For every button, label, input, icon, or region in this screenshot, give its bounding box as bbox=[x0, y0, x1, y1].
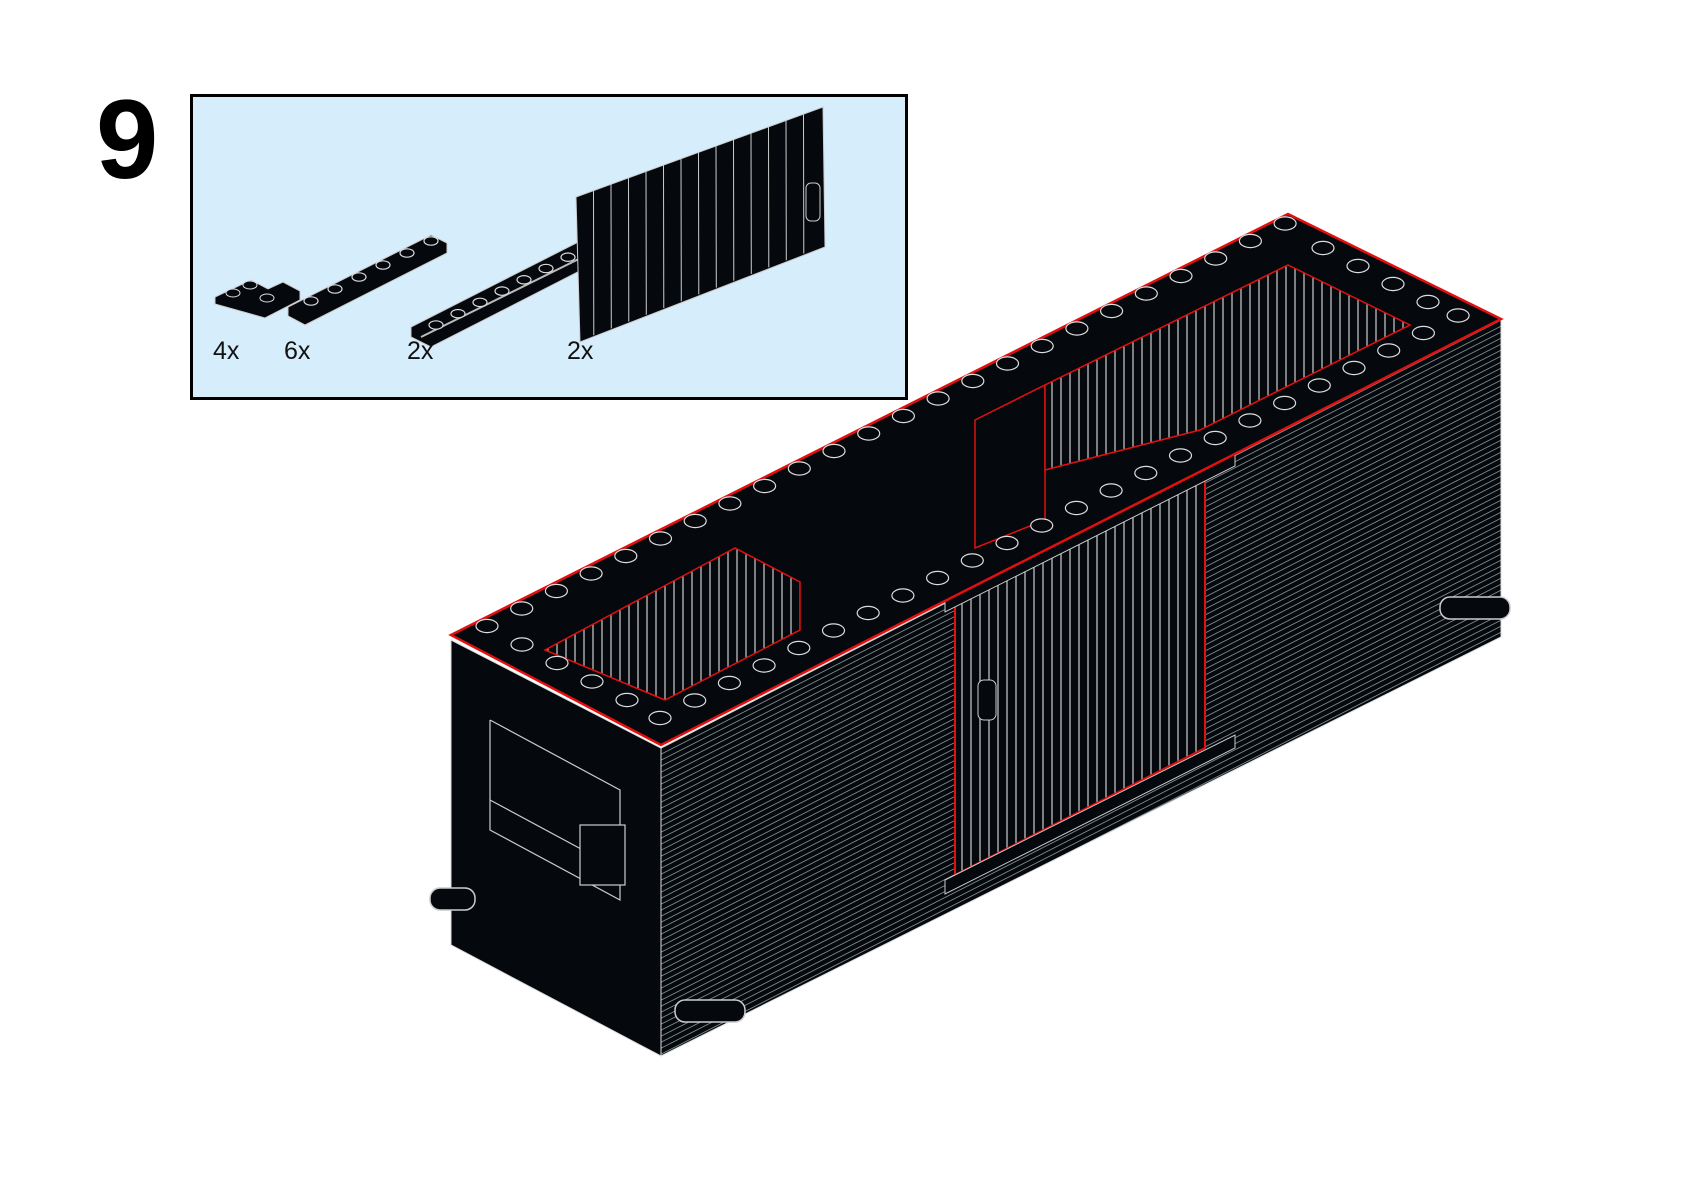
stud bbox=[857, 426, 881, 441]
door-rail-bottom bbox=[944, 734, 1236, 895]
stud bbox=[891, 408, 916, 424]
stud bbox=[752, 658, 776, 673]
stud bbox=[1272, 395, 1297, 411]
interior-opening-right bbox=[1044, 264, 1412, 471]
stud bbox=[718, 496, 742, 511]
stud bbox=[752, 478, 777, 494]
part-sliding-door bbox=[575, 106, 826, 343]
stud bbox=[1238, 413, 1262, 428]
stud bbox=[648, 531, 673, 546]
stud bbox=[580, 674, 604, 689]
stud bbox=[614, 548, 638, 564]
stud bbox=[960, 553, 984, 568]
stud bbox=[961, 373, 985, 389]
stud bbox=[1311, 240, 1335, 256]
side-wall bbox=[660, 318, 1502, 1057]
parts-list-callout: 4x 6x 2x 2x bbox=[190, 94, 908, 400]
stud bbox=[891, 588, 915, 603]
part-plate-1x6 bbox=[287, 234, 448, 326]
stud bbox=[516, 275, 532, 285]
stud bbox=[1203, 430, 1227, 446]
stud bbox=[995, 535, 1019, 551]
stud bbox=[472, 297, 488, 308]
stud bbox=[510, 637, 534, 652]
stud bbox=[375, 260, 391, 270]
stud bbox=[1099, 303, 1124, 319]
part-quantity: 6x bbox=[284, 337, 311, 365]
stud bbox=[995, 356, 1020, 371]
stud bbox=[544, 583, 569, 599]
stud bbox=[423, 236, 439, 246]
stud bbox=[1134, 465, 1158, 481]
stud bbox=[856, 605, 880, 621]
stud bbox=[1342, 360, 1366, 376]
stud bbox=[683, 513, 707, 529]
stud bbox=[494, 286, 510, 296]
stud bbox=[1377, 343, 1401, 358]
stud bbox=[648, 710, 672, 726]
stud bbox=[1307, 378, 1331, 393]
stud bbox=[1168, 448, 1193, 463]
underframe bbox=[451, 600, 1499, 1056]
stud bbox=[615, 692, 639, 708]
interior-opening-center bbox=[974, 383, 1046, 550]
stud bbox=[545, 655, 569, 671]
stud bbox=[822, 443, 846, 459]
stud bbox=[399, 248, 415, 258]
stud bbox=[450, 308, 466, 319]
end-wall-details bbox=[489, 719, 626, 902]
stud bbox=[821, 623, 846, 638]
stud bbox=[787, 640, 811, 656]
stud bbox=[1030, 338, 1054, 354]
door bbox=[954, 476, 1206, 877]
stud bbox=[717, 675, 742, 691]
stud bbox=[1134, 286, 1158, 301]
stud bbox=[1411, 325, 1436, 341]
stud bbox=[579, 566, 603, 581]
stud bbox=[926, 391, 950, 406]
stud bbox=[560, 252, 576, 262]
stud bbox=[428, 320, 444, 330]
stud bbox=[510, 601, 534, 616]
stud bbox=[538, 263, 554, 274]
stud bbox=[1030, 518, 1054, 533]
stud bbox=[925, 570, 950, 586]
stud bbox=[303, 296, 319, 306]
stud bbox=[1099, 483, 1123, 498]
stud bbox=[1065, 321, 1089, 336]
stud bbox=[1273, 216, 1297, 231]
stud bbox=[683, 693, 707, 708]
stud bbox=[1238, 233, 1263, 249]
part-quantity: 2x bbox=[407, 337, 434, 365]
stud bbox=[1381, 276, 1405, 292]
interior-opening-left bbox=[543, 547, 801, 701]
part-quantity: 4x bbox=[213, 337, 240, 365]
stud bbox=[1204, 251, 1228, 266]
stud bbox=[475, 618, 499, 634]
part-quantity: 2x bbox=[567, 337, 594, 365]
stud bbox=[327, 284, 343, 294]
stud bbox=[1416, 294, 1440, 310]
stud bbox=[1346, 258, 1370, 274]
wheel-axle bbox=[429, 596, 1511, 1023]
part-corner-plate bbox=[214, 279, 301, 319]
stud bbox=[787, 461, 811, 476]
step-number: 9 bbox=[96, 77, 159, 202]
stud bbox=[1169, 268, 1193, 284]
end-wall bbox=[450, 639, 662, 1057]
stud bbox=[1446, 308, 1470, 323]
stud bbox=[1064, 500, 1089, 516]
door-rail-top bbox=[944, 451, 1236, 613]
stud bbox=[351, 272, 367, 282]
door-handle bbox=[977, 679, 997, 721]
